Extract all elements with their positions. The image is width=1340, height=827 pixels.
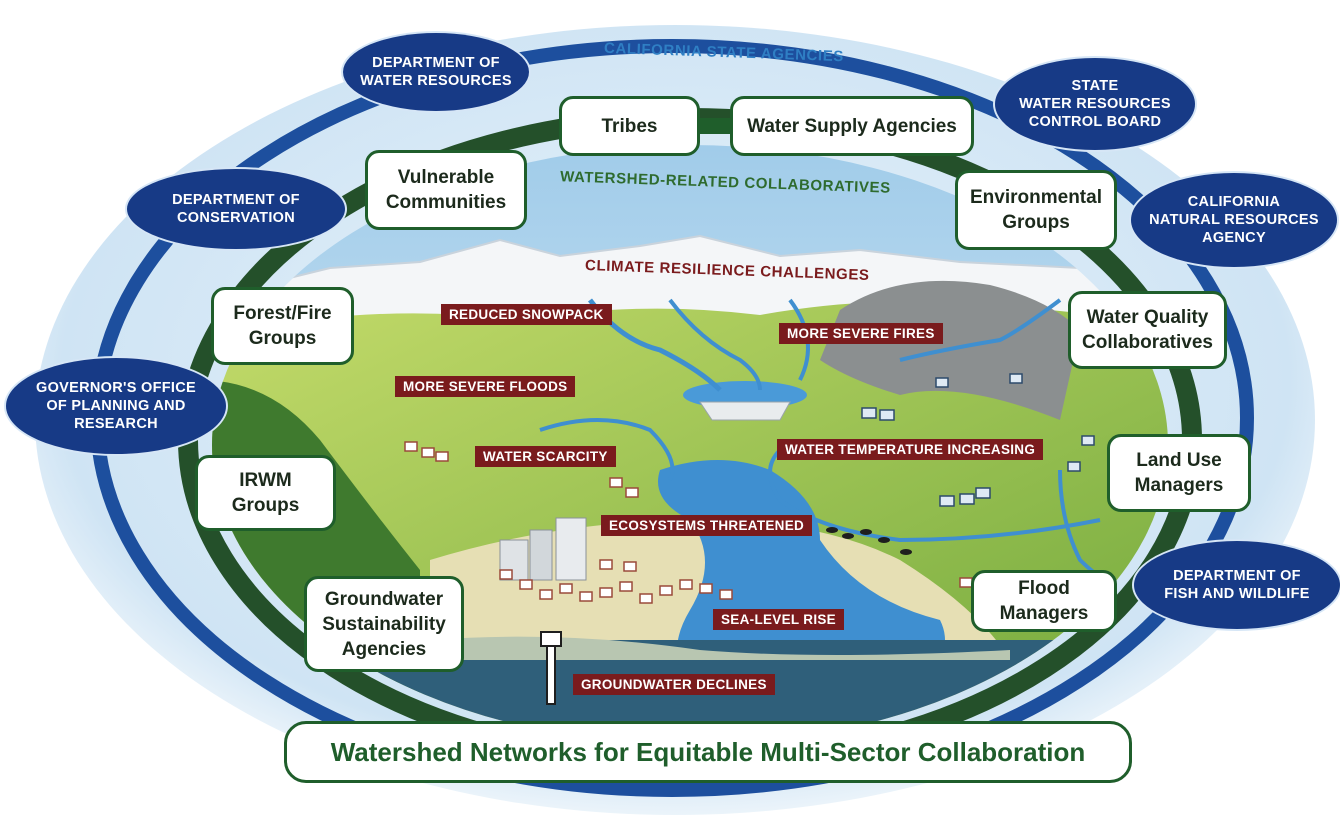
network-banner: Watershed Networks for Equitable Multi-S… bbox=[284, 721, 1132, 783]
tribes-water-supply-connector bbox=[698, 118, 732, 134]
challenge-more-severe-floods: MORE SEVERE FLOODS bbox=[395, 376, 576, 397]
challenge-water-scarcity: WATER SCARCITY bbox=[475, 446, 616, 467]
challenge-sea-level-rise: SEA-LEVEL RISE bbox=[713, 609, 844, 630]
agency-department-of-water-resources: DEPARTMENT OF WATER RESOURCES bbox=[343, 33, 529, 111]
agency-governors-office-of-planning-and-research: GOVERNOR'S OFFICE OF PLANNING AND RESEAR… bbox=[6, 358, 226, 454]
challenge-groundwater-declines: GROUNDWATER DECLINES bbox=[573, 674, 775, 695]
challenge-reduced-snowpack: REDUCED SNOWPACK bbox=[441, 304, 612, 325]
collab-forest-fire-groups: Forest/Fire Groups bbox=[211, 287, 354, 365]
collab-water-quality-collaboratives: Water Quality Collaboratives bbox=[1068, 291, 1227, 369]
collab-water-supply-agencies: Water Supply Agencies bbox=[730, 96, 974, 156]
collab-land-use-managers: Land Use Managers bbox=[1107, 434, 1251, 512]
collab-vulnerable-communities: Vulnerable Communities bbox=[365, 150, 527, 230]
agency-california-natural-resources-agency: CALIFORNIA NATURAL RESOURCES AGENCY bbox=[1131, 173, 1337, 267]
agency-state-water-resources-control-board: STATE WATER RESOURCES CONTROL BOARD bbox=[995, 58, 1195, 150]
challenge-more-severe-fires: MORE SEVERE FIRES bbox=[779, 323, 943, 344]
challenge-water-temperature-increasing: WATER TEMPERATURE INCREASING bbox=[777, 439, 1044, 460]
challenge-ecosystems-threatened: ECOSYSTEMS THREATENED bbox=[601, 515, 813, 536]
collab-environmental-groups: Environmental Groups bbox=[955, 170, 1117, 250]
agency-department-of-fish-and-wildlife: DEPARTMENT OF FISH AND WILDLIFE bbox=[1134, 541, 1340, 629]
collab-tribes: Tribes bbox=[559, 96, 700, 156]
collab-groundwater-sustainability-agencies: Groundwater Sustainability Agencies bbox=[304, 576, 464, 672]
collab-flood-managers: Flood Managers bbox=[971, 570, 1117, 632]
collab-irwm-groups: IRWM Groups bbox=[195, 455, 336, 531]
agency-department-of-conservation: DEPARTMENT OF CONSERVATION bbox=[127, 169, 345, 249]
